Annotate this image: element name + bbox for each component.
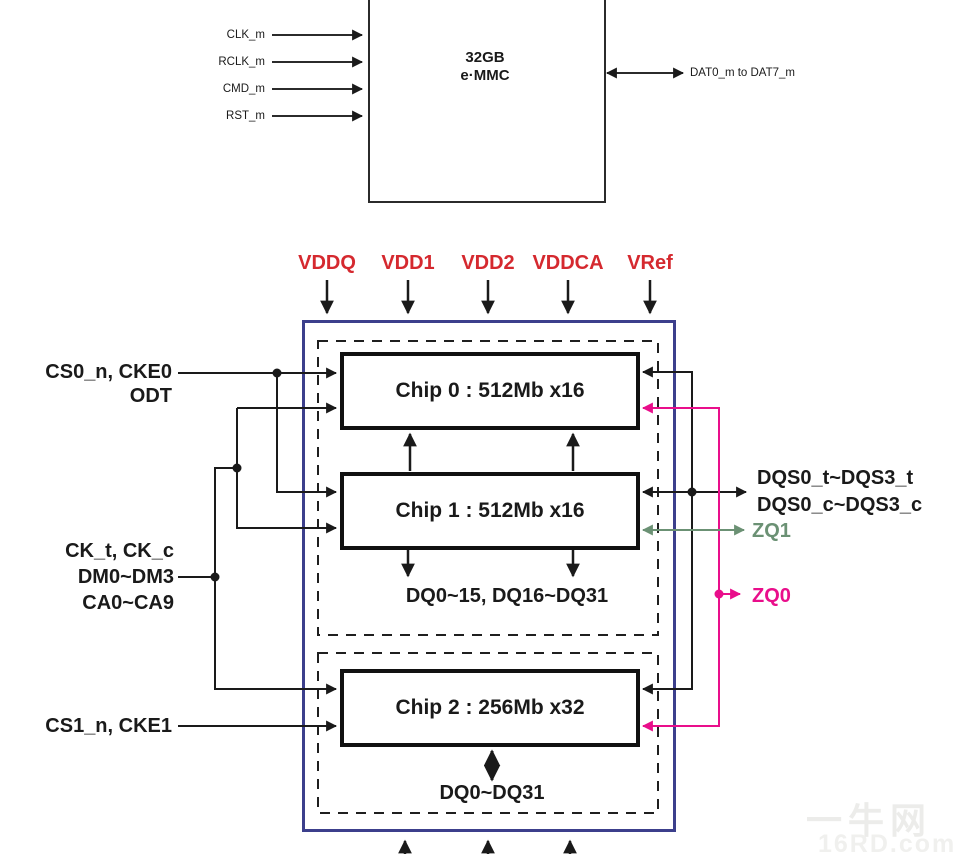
dq-bus-label-chip2: DQ0~DQ31: [439, 782, 545, 804]
signal-label-rclk-m: RCLK_m: [218, 56, 265, 68]
signal-label-zq1: ZQ1: [752, 520, 791, 542]
chip-2-label: Chip 2 : 256Mb x32: [395, 696, 585, 719]
emmc-capacity-label: 32GB: [465, 49, 505, 66]
power-rail-label-vdd1: VDD1: [381, 252, 435, 274]
signal-label-clk-m: CLK_m: [226, 29, 265, 41]
power-rail-label-vref: VRef: [627, 252, 673, 274]
left-junction-dots: [210, 368, 282, 582]
power-rail-label-vddq: VDDQ: [298, 252, 356, 274]
chip-0-label: Chip 0 : 512Mb x16: [395, 379, 585, 402]
signal-label-cmd-m: CMD_m: [222, 83, 265, 95]
zq0-junction-dot: [714, 589, 724, 599]
chip-2-block: Chip 2 : 256Mb x32: [340, 669, 640, 747]
chip-0-block: Chip 0 : 512Mb x16: [340, 352, 640, 430]
signal-label-dqs-t: DQS0_t~DQS3_t: [757, 467, 914, 489]
signal-label-zq0: ZQ0: [752, 585, 791, 607]
chip-1-label: Chip 1 : 512Mb x16: [395, 499, 585, 522]
power-arrows: [320, 280, 657, 315]
signal-label-dqs-c: DQS0_c~DQS3_c: [757, 494, 923, 516]
signal-label-dm: DM0~DM3: [77, 566, 174, 588]
signal-label-ck: CK_t, CK_c: [65, 540, 174, 562]
signal-label-cs0-cke0: CS0_n, CKE0: [45, 361, 172, 383]
emmc-type-label: e·MMC: [460, 67, 510, 84]
dqs-junction-dot: [687, 487, 697, 497]
dq-bus-label-chips01: DQ0~15, DQ16~DQ31: [405, 585, 609, 607]
emmc-package-box: [368, 0, 606, 203]
signal-label-rst-m: RST_m: [226, 110, 265, 122]
power-rail-label-vddca: VDDCA: [532, 252, 604, 274]
emmc-title: 32GB e·MMC: [368, 49, 602, 85]
signal-label-ca: CA0~CA9: [82, 592, 174, 614]
signal-label-cs1-cke1: CS1_n, CKE1: [45, 715, 172, 737]
signal-label-odt: ODT: [129, 385, 172, 407]
chip-1-block: Chip 1 : 512Mb x16: [340, 472, 640, 550]
power-rail-label-vdd2: VDD2: [461, 252, 515, 274]
watermark-en: 16RD.com: [818, 830, 957, 854]
watermark-cn: 一牛网: [806, 800, 933, 841]
signal-label-dat-bus: DAT0_m to DAT7_m: [690, 67, 796, 79]
